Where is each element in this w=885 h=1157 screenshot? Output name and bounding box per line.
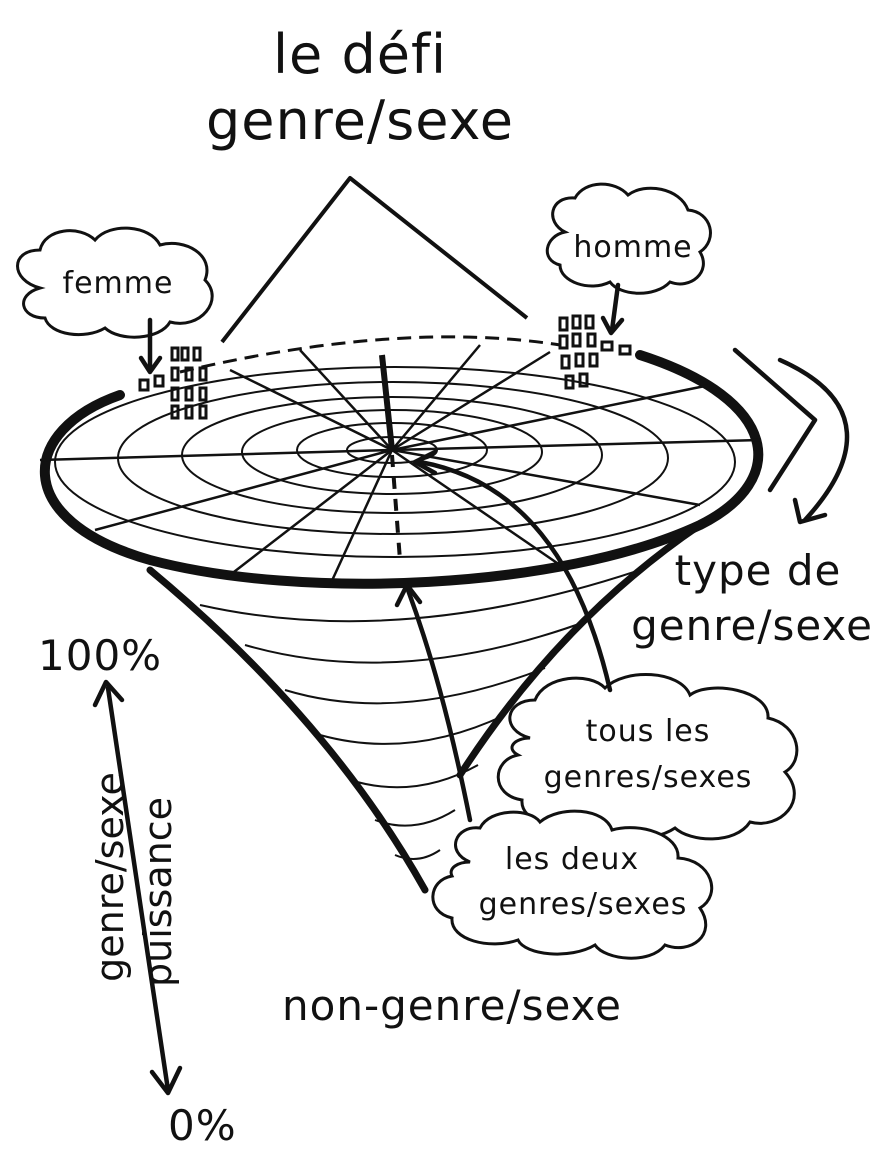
top-peak-lines	[222, 178, 527, 342]
axis-label-line-2: puissance	[136, 762, 180, 1022]
deux-label-line-2: genres/sexes	[458, 885, 708, 925]
axis-bottom-label: 0%	[168, 1100, 237, 1152]
type-label-line-2: genre/sexe	[622, 600, 882, 652]
deux-label-line-1: les deux	[462, 840, 682, 880]
type-label-line-1: type de	[658, 545, 858, 597]
axis-label-line-1: genre/sexe	[88, 747, 132, 1007]
title-line-1: le défi	[150, 22, 570, 88]
page-title: le défi genre/sexe	[150, 22, 570, 154]
tous-label-line-1: tous les	[528, 712, 768, 752]
tous-cloud	[498, 674, 797, 838]
femme-label: femme	[48, 264, 188, 304]
non-genre-label: non-genre/sexe	[262, 980, 642, 1032]
tous-label-line-2: genres/sexes	[518, 758, 778, 798]
axis-top-label: 100%	[38, 630, 162, 682]
spin-arrow-2	[780, 360, 847, 520]
title-line-2: genre/sexe	[150, 88, 570, 154]
homme-label: homme	[568, 228, 698, 268]
